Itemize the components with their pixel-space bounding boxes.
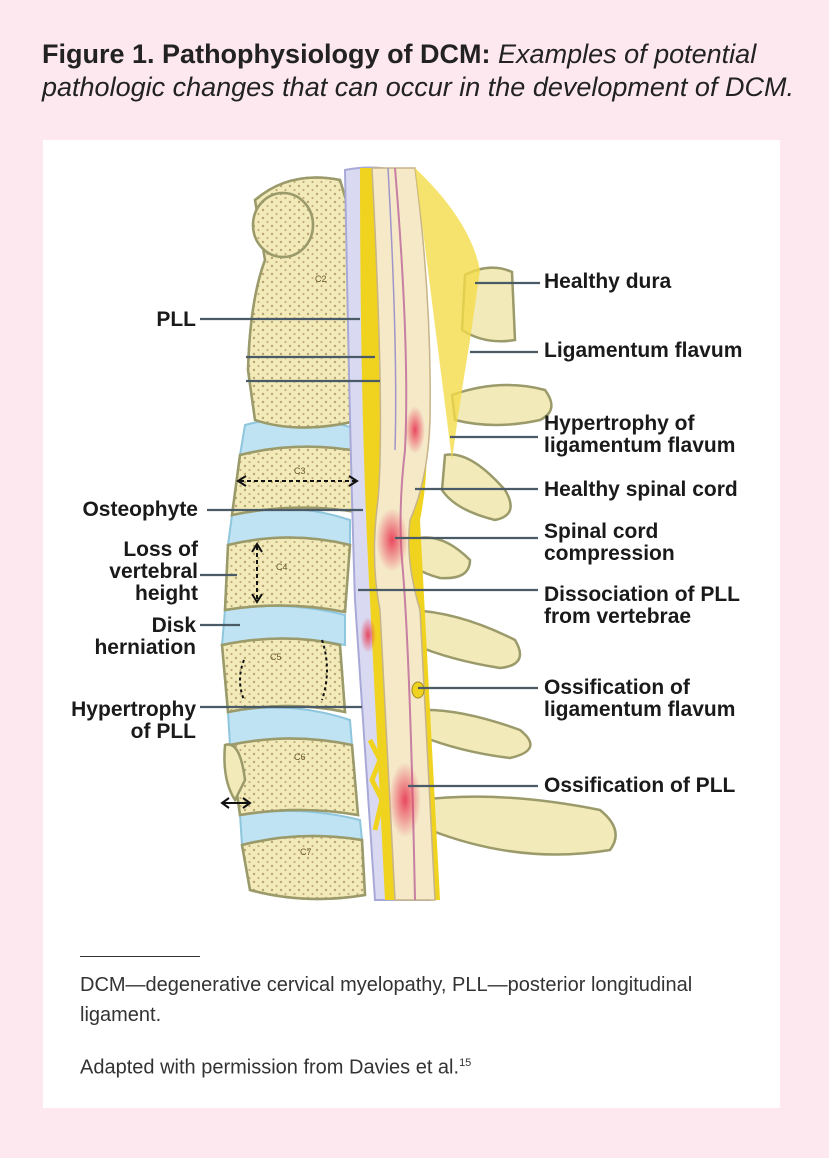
footnote-rule: [80, 956, 200, 957]
leader-lines: [200, 281, 540, 788]
footnote-abbreviations: DCM—degenerative cervical myelopathy, PL…: [80, 974, 693, 1026]
vertebra-level-labels: C2 C3 C4 C5 C6 C7: [270, 274, 327, 857]
vertebra-label-c2: C2: [315, 274, 327, 284]
label-healthy-dura: Healthy dura: [544, 270, 672, 293]
label-ossification-of-ligamentum-flavum: Ossification of ligamentum flavum: [544, 676, 736, 721]
figure-label: Figure 1.: [42, 39, 155, 69]
figure-caption: Examples of potential pathologic changes…: [42, 39, 794, 102]
footnote-source-text: Adapted with permission from Davies et a…: [80, 1056, 460, 1079]
dimension-arrows: [220, 475, 359, 809]
label-ligamentum-flavum: Ligamentum flavum: [544, 339, 743, 362]
posterior-elements: [403, 266, 617, 856]
label-pll: PLL: [156, 308, 196, 331]
label-disk-herniation: Disk herniation: [94, 614, 196, 659]
vertebra-label-c5: C5: [270, 652, 282, 662]
footnote-source: Adapted with permission from Davies et a…: [80, 1048, 760, 1083]
label-ossification-of-pll: Ossification of PLL: [544, 774, 736, 797]
spinal-canal: [343, 166, 480, 901]
figure-heading: Pathophysiology of DCM:: [162, 39, 491, 69]
figure-title: Figure 1. Pathophysiology of DCM: Exampl…: [42, 38, 802, 104]
vertebra-label-c3: C3: [294, 466, 306, 476]
footnote-reference: 15: [459, 1057, 472, 1069]
label-hypertrophy-of-pll: Hypertrophy of PLL: [71, 698, 196, 743]
vertebra-label-c4: C4: [276, 562, 288, 572]
label-spinal-cord-compression: Spinal cord compression: [544, 520, 675, 565]
vertebra-label-c7: C7: [300, 847, 312, 857]
label-healthy-spinal-cord: Healthy spinal cord: [544, 478, 738, 501]
vertebra-label-c6: C6: [294, 752, 306, 762]
label-loss-of-vertebral-height: Loss of vertebral height: [109, 538, 198, 605]
label-hypertrophy-of-ligamentum-flavum: Hypertrophy of ligamentum flavum: [544, 412, 736, 457]
label-dissociation-of-pll: Dissociation of PLL from vertebrae: [544, 583, 741, 628]
label-osteophyte: Osteophyte: [82, 498, 198, 521]
